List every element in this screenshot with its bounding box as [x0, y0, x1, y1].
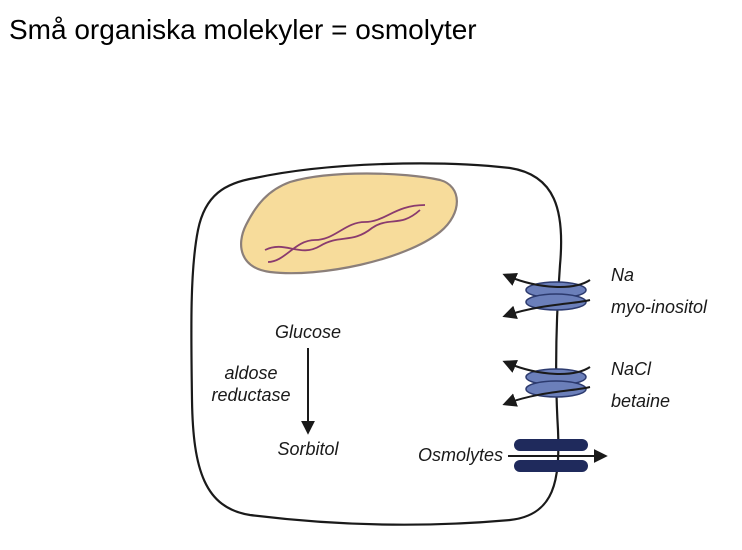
dna-strand-2 [264, 209, 421, 252]
dna-strand-1 [267, 204, 426, 263]
transporter-2-ion: NaCl [611, 359, 652, 379]
osmolyte-channel [508, 439, 608, 472]
transporter-na-myo-inositol [502, 272, 591, 319]
enzyme-label-line1: aldose [224, 363, 277, 383]
slide-title: Små organiska molekyler = osmolyter [9, 14, 477, 45]
enzyme-label-line2: reductase [211, 385, 290, 405]
transporter-nacl-betaine [502, 359, 591, 407]
osmolytes-label: Osmolytes [418, 445, 503, 465]
transporter-1-solute: myo-inositol [611, 297, 708, 317]
sorbitol-label: Sorbitol [277, 439, 339, 459]
transporter-2-solute: betaine [611, 391, 670, 411]
glucose-label: Glucose [275, 322, 341, 342]
transporter-1-ion: Na [611, 265, 634, 285]
